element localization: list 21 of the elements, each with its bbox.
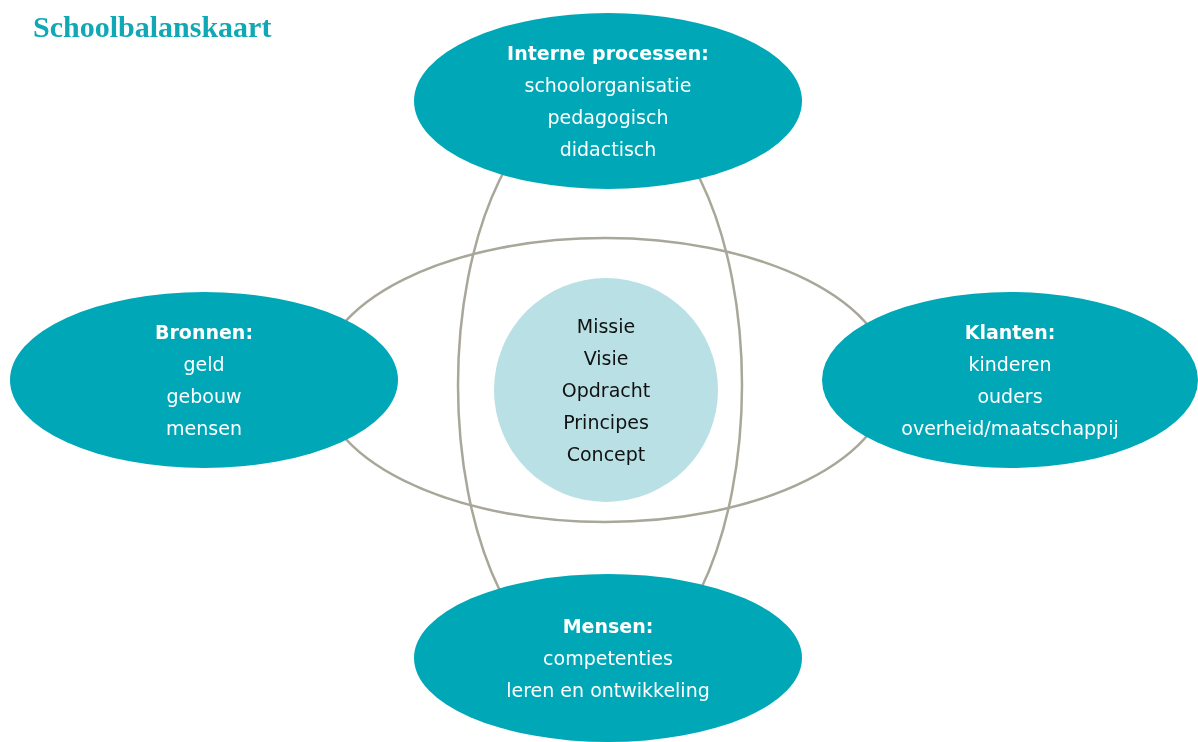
ellipse-item: pedagogisch xyxy=(547,105,669,130)
ellipse-item: overheid/maatschappij xyxy=(901,416,1119,441)
ellipse-item: ouders xyxy=(977,384,1043,409)
ellipse-item: competenties xyxy=(543,646,673,671)
ellipse-heading: Klanten: xyxy=(964,320,1056,345)
center-item: Concept xyxy=(566,442,646,467)
ellipse-item: gebouw xyxy=(166,384,242,409)
center-item: Missie xyxy=(576,314,636,339)
ellipse-item: kinderen xyxy=(968,352,1052,377)
diagram-title: Schoolbalanskaart xyxy=(33,10,272,44)
ellipse-item: didactisch xyxy=(559,137,657,162)
ellipse-heading: Interne processen: xyxy=(507,41,709,66)
ellipse-heading: Bronnen: xyxy=(155,320,253,345)
center-item: Opdracht xyxy=(561,378,651,403)
center-item: Principes xyxy=(563,410,649,435)
ellipse-item: mensen xyxy=(166,416,242,441)
ellipse-item: geld xyxy=(183,352,225,377)
ellipse-heading: Mensen: xyxy=(562,614,654,639)
center-item: Visie xyxy=(583,346,629,371)
ellipse-item: leren en ontwikkeling xyxy=(506,678,710,703)
ellipse-item: schoolorganisatie xyxy=(524,73,692,98)
